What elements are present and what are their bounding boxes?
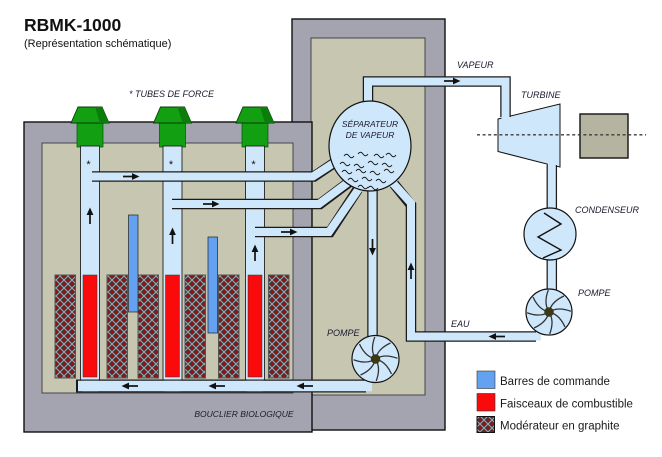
moderator-column [106, 274, 128, 379]
fuel-assembly [165, 274, 180, 378]
eau-label: EAU [451, 319, 470, 329]
control-rod [207, 236, 218, 334]
pressure-tube-caps [70, 106, 275, 148]
tube-asterisk: * [86, 159, 91, 171]
legend-swatch-control-rods [476, 370, 496, 389]
moderator-column [218, 274, 240, 379]
tubes-de-force-label: * TUBES DE FORCE [129, 89, 215, 99]
steam-separator [328, 100, 412, 192]
tube-asterisk: * [169, 159, 174, 171]
condenser-coil-icon [536, 212, 563, 259]
control-rod [128, 214, 139, 313]
separator-label-line1: SÉPARATEUR [342, 119, 398, 129]
circulation-pump [351, 334, 400, 384]
moderator-column [54, 274, 76, 379]
bouclier-biologique-label: BOUCLIER BIOLOGIQUE [194, 409, 294, 419]
fuel-assembly [82, 274, 98, 378]
moderator-column [137, 274, 159, 379]
tube-asterisk: * [251, 159, 256, 171]
condensate-pump [525, 288, 573, 336]
pressure-tube-cap [152, 106, 193, 148]
page-subtitle: (Représentation schématique) [24, 38, 171, 50]
pressure-tube-cap [235, 106, 275, 148]
condenser [523, 207, 577, 261]
pressure-tube-cap [70, 106, 110, 148]
generator [579, 113, 629, 159]
page-title: RBMK-1000 [24, 15, 122, 35]
fuel-assembly [247, 274, 263, 378]
vapeur-label: VAPEUR [457, 60, 494, 70]
pompe-condensat-label: POMPE [578, 288, 612, 298]
pipe-junction [164, 380, 181, 392]
moderator-columns [54, 274, 290, 379]
steam-pipe [362, 76, 511, 122]
legend-swatch-fuel [476, 393, 496, 412]
legend-label-moderator: Modérateur en graphite [500, 421, 620, 433]
fuel-assemblies [82, 274, 263, 378]
legend-label-fuel: Faisceaux de combustible [500, 399, 633, 411]
legend-swatch-moderator [476, 416, 495, 433]
pipe-junction [82, 380, 98, 392]
legend-label-control-rods: Barres de commande [500, 376, 610, 388]
pipe-junction [247, 380, 263, 392]
moderator-column [268, 274, 290, 379]
turbine-label: TURBINE [521, 90, 561, 100]
separator-label-line2: DE VAPEUR [346, 130, 395, 140]
pompe-circulation-label: POMPE [327, 328, 361, 338]
moderator-column [184, 274, 206, 379]
legend: Barres de commande Faisceaux de combusti… [476, 370, 633, 433]
condenseur-label: CONDENSEUR [575, 205, 640, 215]
